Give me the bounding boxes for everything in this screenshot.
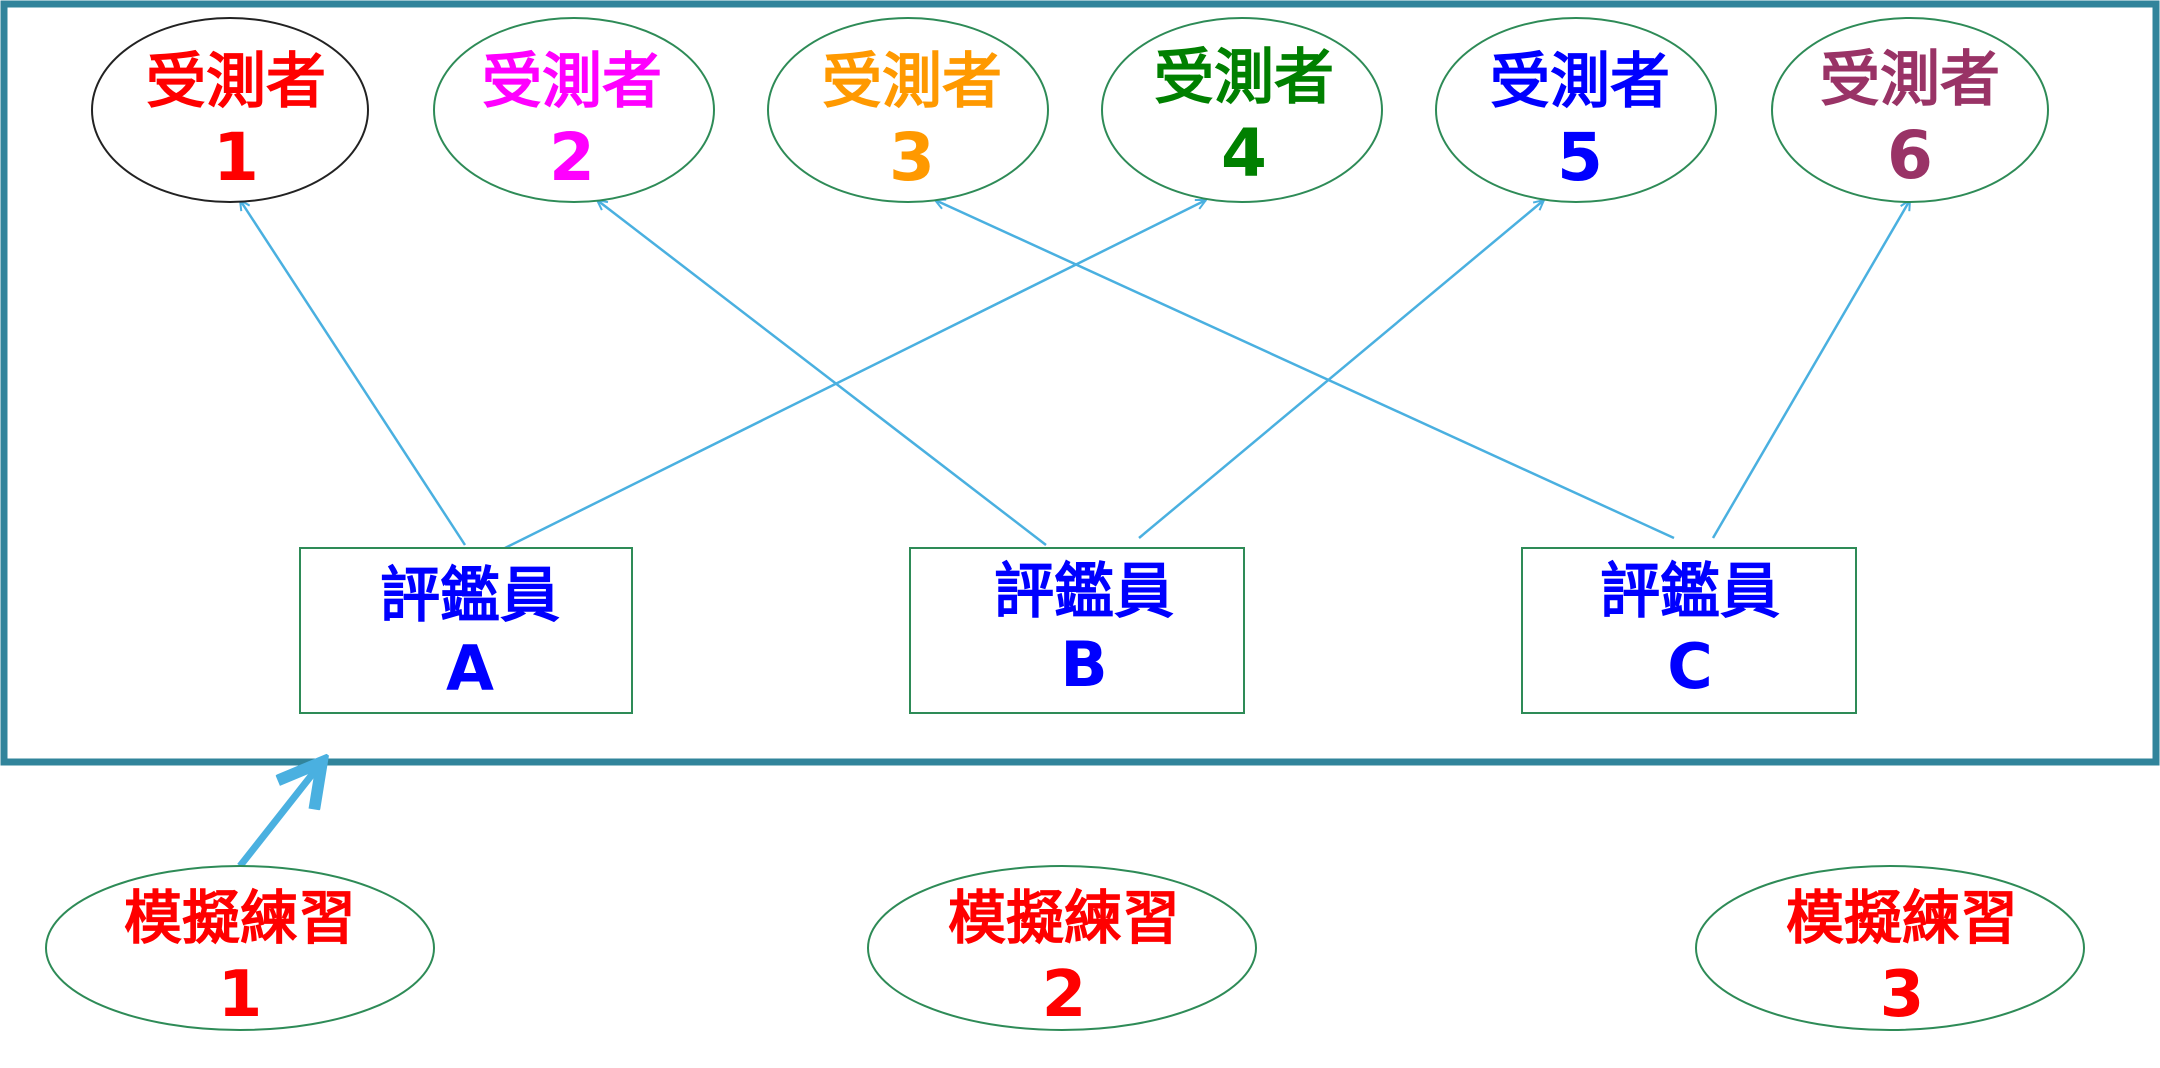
examinee-number: 1 xyxy=(213,119,259,196)
examinee-ellipse xyxy=(1771,17,2049,203)
connector-c-to-3 xyxy=(935,200,1675,540)
examinee-label: 受測者 xyxy=(1490,47,1670,117)
practice-number: 2 xyxy=(1042,958,1087,1032)
examinee-ellipse xyxy=(91,17,369,203)
examinee-number: 6 xyxy=(1887,117,1933,194)
examinee-node-4: 受測者 4 xyxy=(1101,17,1383,203)
examinee-node-2: 受測者 2 xyxy=(433,17,715,203)
rater-letter: C xyxy=(1667,630,1713,703)
rater-label: 評鑑員 xyxy=(994,557,1174,627)
connector-a-to-1 xyxy=(240,200,467,546)
examinee-ellipse xyxy=(1101,17,1383,203)
examinee-node-1: 受測者 1 xyxy=(91,17,369,203)
practice-node-3: 模擬練習 3 xyxy=(1695,865,2085,1032)
examinee-label: 受測者 xyxy=(146,47,326,117)
practice-label: 模擬練習 xyxy=(124,884,356,952)
connector-b-to-5 xyxy=(1138,200,1544,539)
examinee-number: 4 xyxy=(1221,115,1267,192)
rater-letter: B xyxy=(1060,628,1107,701)
rater-box-c: 評鑑員 C xyxy=(1521,547,1857,714)
rater-box-a: 評鑑員 A xyxy=(299,547,633,714)
examinee-node-3: 受測者 3 xyxy=(767,17,1049,203)
practice-ellipse xyxy=(45,865,435,1031)
connector-c-to-6 xyxy=(1711,200,1910,539)
connector-a-to-4 xyxy=(504,198,1206,550)
examinee-label: 受測者 xyxy=(482,47,662,117)
practice-ellipse xyxy=(1695,865,2085,1031)
practice-label: 模擬練習 xyxy=(1786,884,2018,952)
rater-box-b: 評鑑員 B xyxy=(909,547,1245,714)
practice-number: 3 xyxy=(1880,958,1925,1032)
practice-arrow xyxy=(237,762,322,869)
rater-label: 評鑑員 xyxy=(380,561,560,631)
examinee-ellipse xyxy=(1435,17,1717,203)
examinee-node-6: 受測者 6 xyxy=(1771,17,2049,203)
rater-connectors xyxy=(240,198,1910,550)
practice-number: 1 xyxy=(218,958,263,1032)
connector-b-to-2 xyxy=(597,200,1047,546)
practice-label: 模擬練習 xyxy=(948,884,1180,952)
rater-rect xyxy=(1521,547,1857,714)
practice-node-1: 模擬練習 1 xyxy=(45,865,435,1032)
examinee-ellipse xyxy=(433,17,715,203)
rater-rect xyxy=(909,547,1245,714)
examinee-number: 5 xyxy=(1557,119,1603,196)
examinee-ellipse xyxy=(767,17,1049,203)
examinee-label: 受測者 xyxy=(1154,43,1334,113)
examinee-label: 受測者 xyxy=(1820,45,2000,115)
examinee-node-5: 受測者 5 xyxy=(1435,17,1717,203)
rater-label: 評鑑員 xyxy=(1600,557,1780,627)
rater-letter: A xyxy=(446,632,494,705)
examinee-number: 2 xyxy=(549,119,595,196)
examinee-number: 3 xyxy=(889,119,935,196)
practice-ellipse xyxy=(867,865,1257,1031)
practice-node-2: 模擬練習 2 xyxy=(867,865,1257,1032)
rater-rect xyxy=(299,547,633,714)
examinee-label: 受測者 xyxy=(822,47,1002,117)
outer-frame xyxy=(0,0,2160,766)
